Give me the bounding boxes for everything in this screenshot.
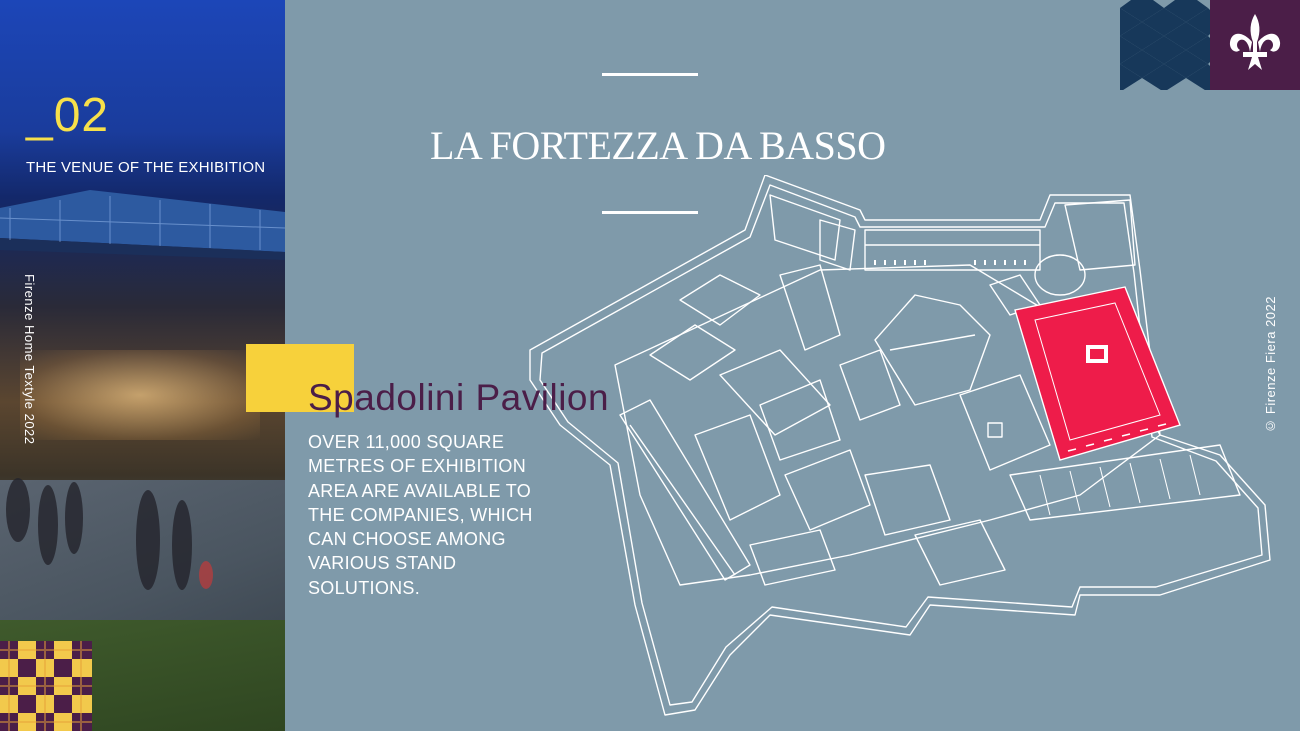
- blurred-visitors: [6, 478, 213, 590]
- spadolini-pavilion-highlight: [1014, 286, 1181, 461]
- copyright-caption: © Firenze Fiera 2022: [1263, 296, 1278, 434]
- checker-pattern: [0, 641, 92, 731]
- accent-box: [246, 344, 354, 412]
- fortezza-map: [529, 175, 1271, 716]
- pavilion-roof: [0, 190, 285, 260]
- lily-logo-box: [1210, 0, 1300, 90]
- event-caption: Firenze Home Textyle 2022: [22, 274, 37, 445]
- lit-facade: [20, 350, 260, 440]
- section-number: _02: [26, 89, 110, 142]
- fleur-de-lis-icon: [1229, 14, 1281, 70]
- title-rule-top: [602, 73, 698, 76]
- pavilion-description: OVER 11,000 SQUARE METRES OF EXHIBITION …: [308, 432, 533, 598]
- pavilion-title: Spadolini Pavilion: [308, 377, 610, 418]
- title-rule-bottom: [602, 211, 698, 214]
- venue-photo: [0, 0, 285, 731]
- diamond-pattern: [1120, 0, 1210, 90]
- page-title: LA FORTEZZA DA BASSO: [430, 123, 886, 168]
- section-subtitle: THE VENUE OF THE EXHIBITION: [26, 159, 266, 176]
